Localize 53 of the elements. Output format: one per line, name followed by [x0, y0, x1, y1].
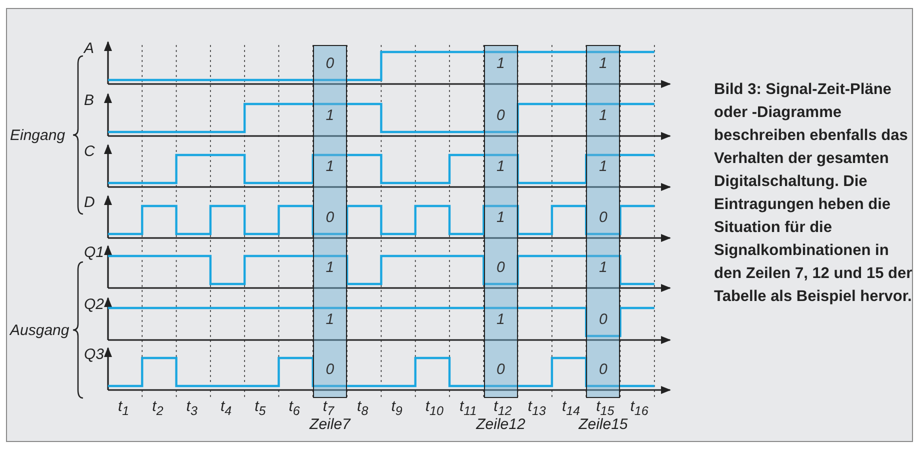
time-label: t$_{7}$: [322, 398, 334, 418]
time-label: t$_{6}$: [288, 398, 300, 418]
bit-value: 1: [598, 158, 608, 175]
bit-value: 1: [496, 311, 506, 328]
bit-value: 0: [496, 361, 506, 378]
signal-name: C: [84, 143, 95, 160]
bit-value: 0: [324, 209, 336, 226]
time-label: t$_{16}$: [630, 398, 648, 418]
highlight-column: [586, 45, 620, 398]
bit-value: 0: [496, 107, 506, 124]
signal-name: Q2: [84, 296, 104, 313]
group-label: Ausgang: [10, 322, 70, 339]
time-label: t$_{1}$: [118, 398, 130, 418]
signal-name: Q1: [84, 244, 104, 261]
bit-value: 1: [324, 259, 336, 276]
time-label: t$_{9}$: [391, 398, 402, 418]
time-label: t$_{10}$: [425, 398, 444, 418]
time-label: t$_{3}$: [186, 398, 198, 418]
bit-value: 1: [324, 107, 336, 124]
bit-value: 0: [598, 311, 608, 328]
time-label: t$_{2}$: [152, 398, 164, 418]
time-label: t$_{14}$: [562, 398, 580, 418]
row-label: Zeile7: [308, 416, 352, 433]
time-label: t$_{12}$: [494, 398, 512, 418]
time-label: t$_{15}$: [596, 398, 614, 418]
time-label: t$_{4}$: [220, 398, 232, 418]
signal-name: B: [84, 92, 94, 109]
figure-caption: Bild 3: Signal-Zeit-Pläne oder -Diagramme beschreiben ebenfalls das Verhalten der gesamten Digitalschaltung. Die Eintragungen heben die Situation für die Signalkombinationen in den Zeilen 7, 12 und 15 der Tabelle als Beispiel hervor.: [714, 80, 914, 307]
bit-value: 0: [598, 209, 608, 226]
bit-value: 1: [324, 158, 336, 175]
bit-value: 0: [598, 361, 608, 378]
signal-name: D: [84, 194, 95, 211]
bit-value: 1: [598, 55, 608, 72]
bit-value: 1: [324, 311, 336, 328]
bit-value: 1: [496, 55, 506, 72]
time-label: t$_{8}$: [357, 398, 368, 418]
highlight-column: [312, 45, 348, 398]
highlight-column: [484, 45, 518, 398]
time-label: t$_{11}$: [460, 398, 477, 418]
row-label: Zeile12: [474, 416, 526, 433]
bit-value: 1: [496, 209, 506, 226]
time-label: t$_{5}$: [254, 398, 266, 418]
signal-name: A: [84, 40, 94, 57]
time-label: t$_{13}$: [528, 398, 546, 418]
row-label: Zeile15: [577, 416, 629, 433]
signal-name: Q3: [84, 346, 104, 363]
bit-value: 0: [324, 55, 336, 72]
bit-value: 0: [324, 361, 336, 378]
bit-value: 1: [598, 107, 608, 124]
bit-value: 0: [496, 259, 506, 276]
group-label: Eingang: [10, 127, 66, 144]
bit-value: 1: [496, 158, 506, 175]
bit-value: 1: [598, 259, 608, 276]
